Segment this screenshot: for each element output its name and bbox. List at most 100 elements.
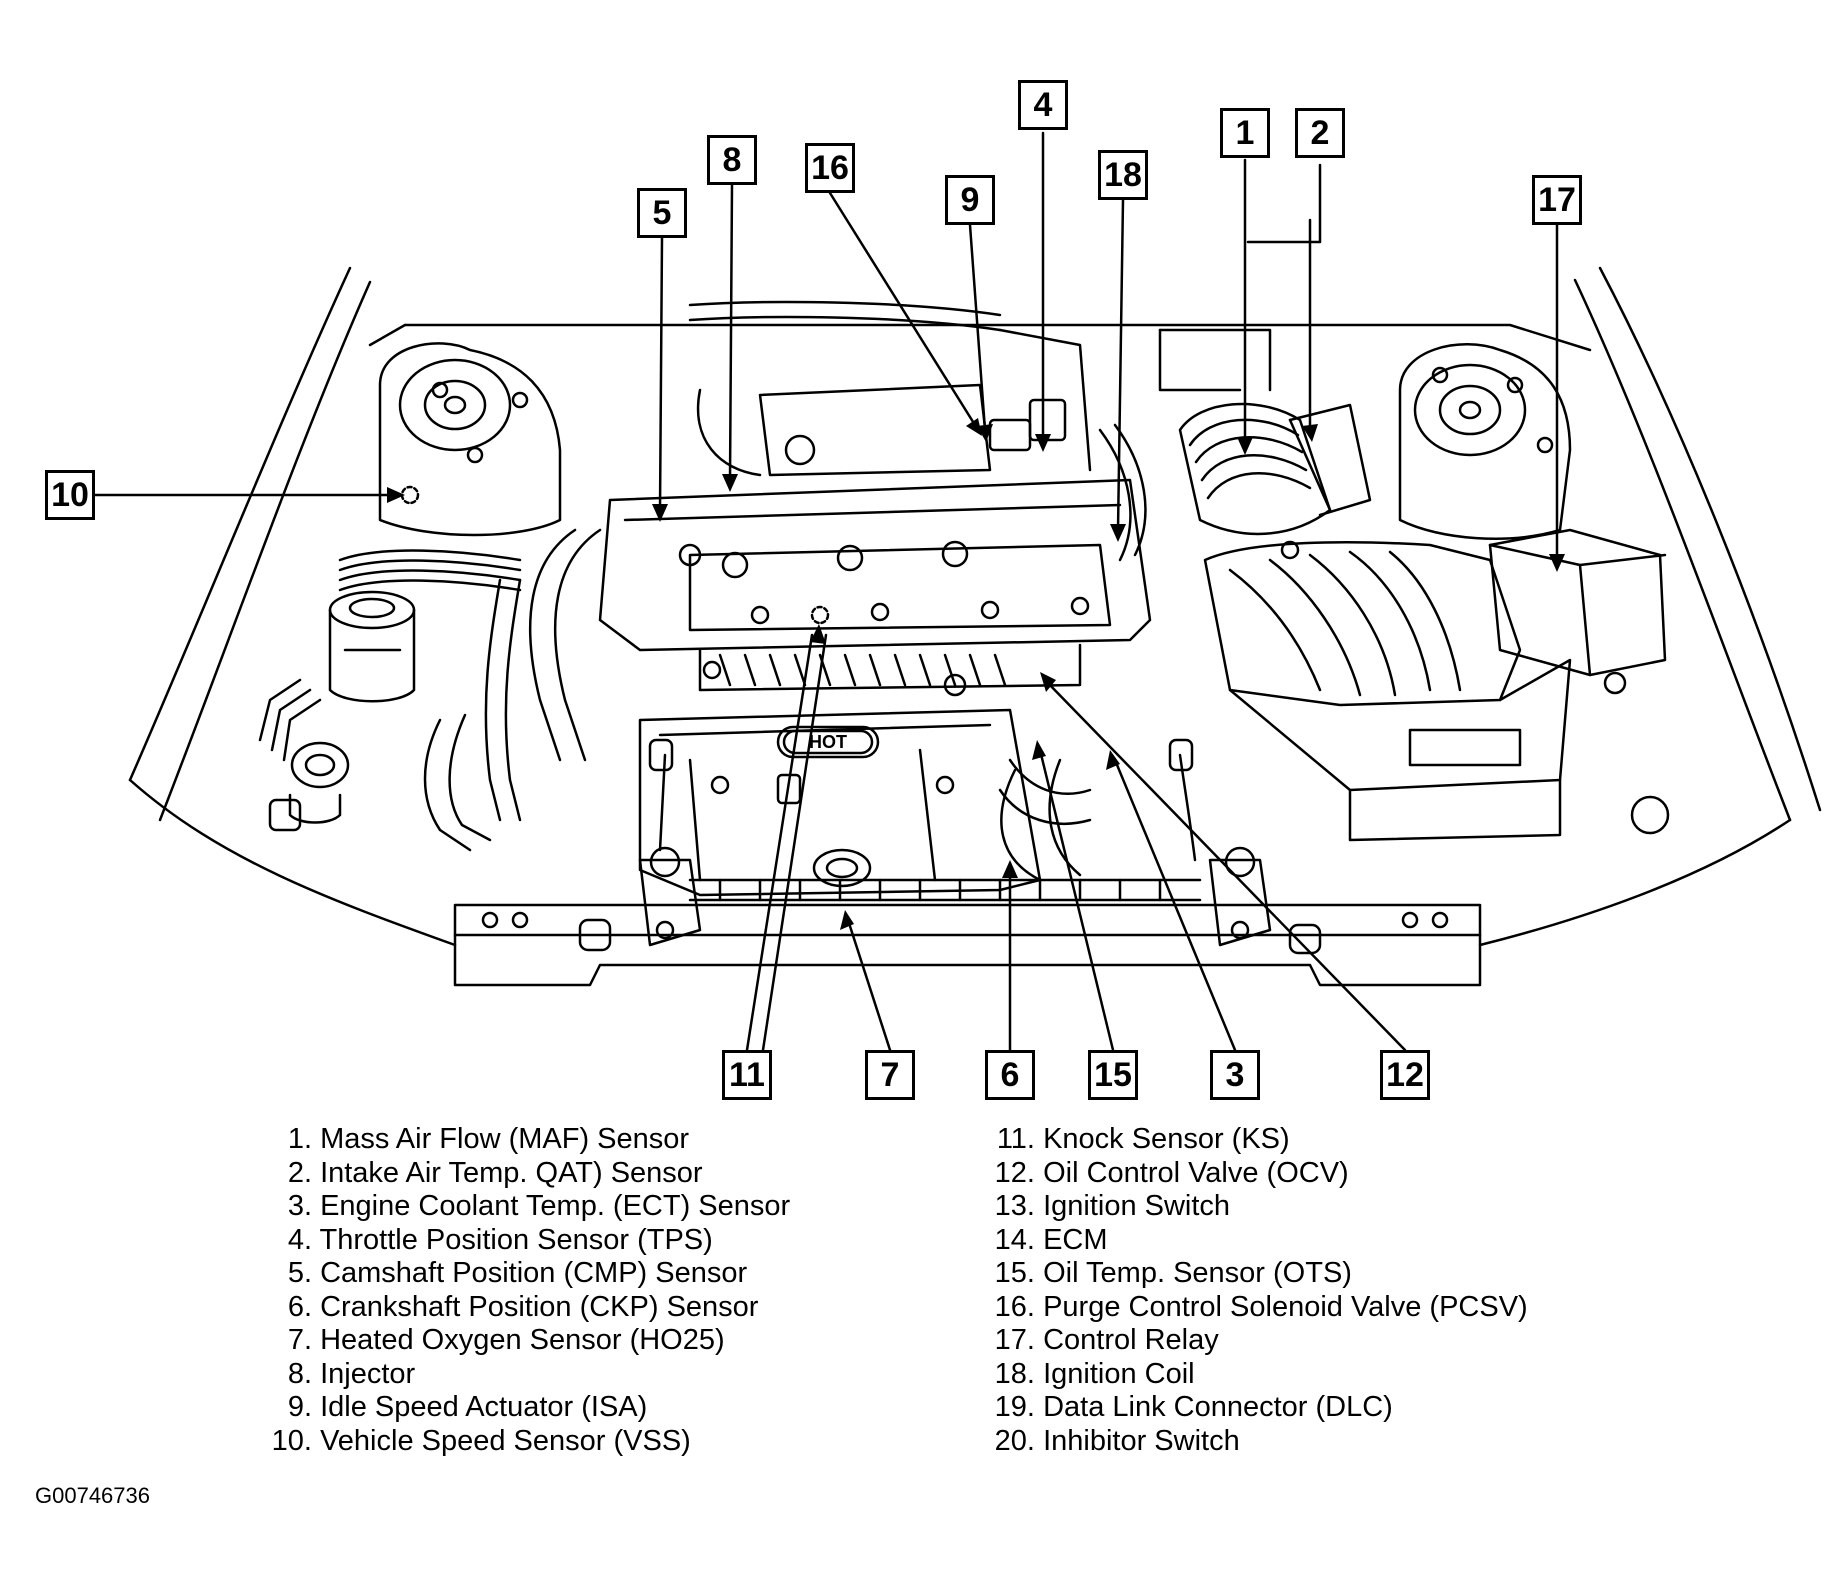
legend-item-text: Ignition Coil (1043, 1357, 1195, 1390)
legend-item-text: Data Link Connector (DLC) (1043, 1391, 1393, 1423)
legend-item-number: 18. (994, 1357, 1035, 1390)
wiring-harness (688, 300, 1272, 562)
relay-box (1488, 528, 1667, 695)
callout-18: 18 (1098, 150, 1148, 200)
legend-item-number: 9. (287, 1391, 312, 1423)
legend-item: 5. Camshaft Position (CMP) Sensor (262, 1257, 790, 1291)
engine-cover-label: HOT (809, 732, 847, 752)
callout-10: 10 (45, 470, 95, 520)
legend-item-number: 19. (994, 1391, 1035, 1423)
figure-id: G00746736 (35, 1483, 150, 1508)
arrowheads (387, 418, 1565, 930)
callout-9: 9 (945, 175, 995, 225)
legend-item: 18. Ignition Coil (985, 1358, 1528, 1392)
callout-15: 15 (1088, 1050, 1138, 1100)
legend-item-text: Idle Speed Actuator (ISA) (320, 1391, 648, 1423)
callout-16: 16 (805, 143, 855, 193)
callout-12: 12 (1380, 1050, 1430, 1100)
legend-item-text: Knock Sensor (KS) (1043, 1123, 1290, 1155)
legend-item-number: 2. (287, 1156, 312, 1189)
legend-item-number: 1. (287, 1123, 312, 1155)
legend-item-number: 15. (994, 1257, 1035, 1289)
callout-11: 11 (722, 1050, 772, 1100)
legend-right-column: 11. Knock Sensor (KS)12. Oil Control Val… (985, 1123, 1528, 1458)
legend-item-text: Purge Control Solenoid Valve (PCSV) (1043, 1290, 1528, 1323)
legend-item-text: Intake Air Temp. QAT) Sensor (320, 1156, 703, 1189)
legend-item: 6. Crankshaft Position (CKP) Sensor (262, 1291, 790, 1325)
callout-7: 7 (865, 1050, 915, 1100)
legend-item-text: Crankshaft Position (CKP) Sensor (320, 1290, 759, 1323)
legend-item-text: Engine Coolant Temp. (ECT) Sensor (320, 1190, 791, 1222)
legend-item: 19. Data Link Connector (DLC) (985, 1391, 1528, 1425)
legend-item-number: 5. (287, 1257, 312, 1289)
leader-lines (93, 131, 1559, 1052)
legend-item: 9. Idle Speed Actuator (ISA) (262, 1391, 790, 1425)
callout-6: 6 (985, 1050, 1035, 1100)
legend-item-text: Ignition Switch (1043, 1190, 1231, 1222)
legend-item: 20. Inhibitor Switch (985, 1425, 1528, 1459)
fender-outline (128, 266, 1822, 947)
legend-item-text: Control Relay (1043, 1324, 1219, 1356)
legend-item-text: Oil Temp. Sensor (OTS) (1043, 1257, 1352, 1289)
callout-17: 17 (1532, 175, 1582, 225)
legend-item-number: 8. (287, 1357, 312, 1390)
legend-item-text: Heated Oxygen Sensor (HO25) (320, 1324, 725, 1356)
legend-item: 16. Purge Control Solenoid Valve (PCSV) (985, 1291, 1528, 1325)
legend-item: 8. Injector (262, 1358, 790, 1392)
callout-5: 5 (637, 188, 687, 238)
callout-4: 4 (1018, 80, 1068, 130)
legend-item-text: Oil Control Valve (OCV) (1043, 1156, 1349, 1189)
legend-item: 3. Engine Coolant Temp. (ECT) Sensor (262, 1190, 790, 1224)
legend-item-number: 16. (994, 1290, 1035, 1323)
legend-item: 7. Heated Oxygen Sensor (HO25) (262, 1324, 790, 1358)
air-intake-duct (1178, 402, 1372, 536)
callout-3: 3 (1210, 1050, 1260, 1100)
legend-item-number: 11. (996, 1123, 1035, 1155)
legend-item: 14. ECM (985, 1224, 1528, 1258)
legend-item: 1. Mass Air Flow (MAF) Sensor (262, 1123, 790, 1157)
legend-item-text: Throttle Position Sensor (TPS) (319, 1223, 713, 1256)
fluid-reservoir (328, 590, 416, 703)
legend-item-number: 6. (287, 1290, 312, 1323)
exhaust-pipe (1000, 758, 1082, 882)
coolant-hoses (423, 528, 1092, 852)
legend-item: 15. Oil Temp. Sensor (OTS) (985, 1257, 1528, 1291)
legend-item: 12. Oil Control Valve (OCV) (985, 1157, 1528, 1191)
legend-item: 13. Ignition Switch (985, 1190, 1528, 1224)
right-strut-tower (1398, 343, 1572, 540)
air-cleaner-box (1203, 540, 1670, 842)
left-strut-tower (378, 342, 562, 537)
legend-item-number: 20. (994, 1424, 1035, 1457)
cylinder-head (598, 478, 1152, 652)
legend-item-number: 3. (287, 1190, 312, 1222)
legend-item-text: Mass Air Flow (MAF) Sensor (320, 1123, 690, 1155)
legend-item-text: Camshaft Position (CMP) Sensor (320, 1257, 748, 1289)
legend-item-number: 4. (287, 1223, 312, 1256)
legend-item: 17. Control Relay (985, 1324, 1528, 1358)
legend-item: 2. Intake Air Temp. QAT) Sensor (262, 1157, 790, 1191)
legend-item-number: 7. (287, 1324, 312, 1356)
callout-1: 1 (1220, 108, 1270, 158)
legend-item-text: Inhibitor Switch (1043, 1424, 1240, 1457)
legend-item: 11. Knock Sensor (KS) (985, 1123, 1528, 1157)
legend-item: 10. Vehicle Speed Sensor (VSS) (262, 1425, 790, 1459)
legend-item-number: 12. (994, 1156, 1035, 1189)
legend-item-text: Vehicle Speed Sensor (VSS) (320, 1424, 691, 1457)
sensor-markers (400, 485, 830, 625)
legend-item-text: Injector (320, 1357, 416, 1390)
legend-item: 4. Throttle Position Sensor (TPS) (262, 1224, 790, 1258)
intake-runners (698, 643, 1082, 697)
callout-8: 8 (707, 135, 757, 185)
legend-item-number: 13. (994, 1190, 1035, 1222)
radiator-support (453, 846, 1482, 987)
legend-item-number: 17. (994, 1324, 1035, 1356)
dipstick (648, 738, 1197, 862)
brake-lines (258, 549, 522, 832)
legend-item-text: ECM (1043, 1223, 1108, 1256)
radiator-hose (688, 848, 1202, 902)
legend-item-number: 14. (994, 1223, 1035, 1256)
callout-2: 2 (1295, 108, 1345, 158)
